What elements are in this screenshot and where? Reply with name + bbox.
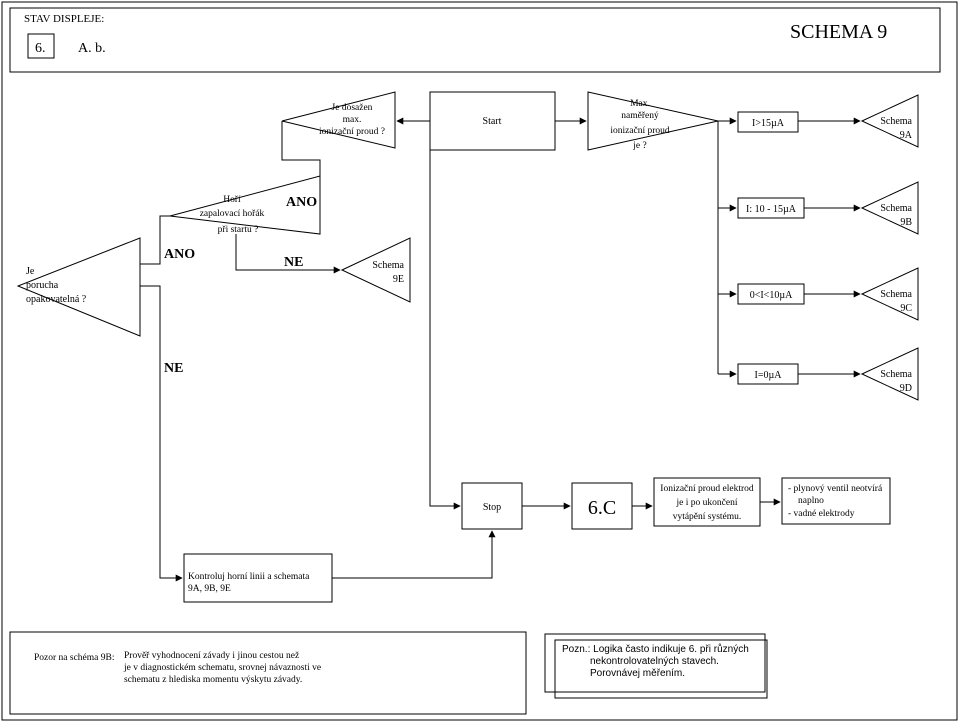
header-frame [9, 7, 941, 73]
burner-line-2: zapalovací hořák [200, 209, 265, 219]
fault-triangle [16, 237, 141, 337]
causes-line-2: naplno [798, 496, 824, 506]
status-code: 6. [35, 41, 46, 56]
link-burner-to-fault [140, 215, 170, 265]
status-sub: A. b. [78, 41, 106, 56]
schema-9e-line-1: Schema [372, 260, 404, 271]
max-measured-line-2: naměřený [621, 111, 659, 121]
schema-9d-line-2: 9D [900, 383, 912, 394]
warning-line-3: schematu z hlediska momentu výskytu záva… [124, 675, 302, 685]
schema-9d-triangle [860, 347, 919, 401]
arrow-to-stop [429, 121, 461, 510]
schema-title: SCHEMA 9 [790, 21, 887, 43]
start-label: Start [483, 116, 502, 127]
schema-9c-triangle [860, 267, 919, 321]
fault-line-2: porucha [26, 280, 59, 291]
warning-label: Pozor na schéma 9B: [34, 653, 114, 663]
warning-line-2: je v diagnostickém schematu, srovnej náv… [123, 663, 321, 673]
remark-line-3: Porovnávej měřením. [590, 668, 685, 679]
schema-9a-line-2: 9A [900, 130, 913, 141]
warning-line-1: Prověř vyhodnocení závady i jinou cestou… [124, 651, 299, 661]
check-line-1: Kontroluj horní linii a schemata [188, 572, 310, 582]
fault-line-1: Je [26, 266, 35, 277]
burner-triangle [169, 175, 321, 235]
arrow-burner-to-schema-9e [235, 234, 341, 274]
schema-9b-triangle [860, 181, 919, 235]
ano-label-1: ANO [286, 195, 317, 210]
max-measured-line-4: je ? [632, 141, 646, 151]
range-a-label: I>15µA [752, 118, 785, 129]
schema-9b-line-2: 9B [900, 217, 912, 228]
range-d-label: I=0µA [755, 370, 783, 381]
ion-current-line-3: vytápění systému. [673, 512, 742, 522]
schema-9b-line-1: Schema [880, 203, 912, 214]
fault-line-3: opakovatelná ? [26, 294, 87, 305]
arrow-check-to-stop [332, 530, 496, 579]
causes-line-3: - vadné elektrody [788, 509, 855, 519]
warning-note-box [9, 631, 527, 715]
causes-box [781, 477, 891, 525]
ion-current-line-1: Ionizační proud elektrod [660, 484, 754, 494]
schema-9a-line-1: Schema [880, 116, 912, 127]
ne-label-1: NE [284, 255, 303, 270]
schema-9a-triangle [860, 94, 919, 148]
max-reached-line-2: max. [343, 115, 362, 125]
max-measured-line-1: Max. [630, 99, 650, 109]
ion-current-line-2: je i po ukončení [676, 498, 738, 508]
remark-note-shadow [554, 639, 768, 699]
status-code-box [27, 33, 55, 59]
schema-9e-triangle [340, 237, 411, 303]
burner-line-3: při startu ? [218, 225, 259, 235]
schema-9c-line-1: Schema [880, 289, 912, 300]
display-6c-label: 6.C [588, 497, 616, 519]
causes-line-1: - plynový ventil neotvírá [788, 484, 883, 494]
status-label: STAV DISPLEJE: [24, 13, 104, 25]
range-c-label: 0<I<10µA [750, 290, 793, 301]
ano-label-2: ANO [164, 247, 195, 262]
check-line-2: 9A, 9B, 9E [188, 584, 231, 594]
schema-9c-line-2: 9C [900, 303, 912, 314]
max-reached-line-3: ionizační proud ? [319, 127, 385, 137]
schema-9d-line-1: Schema [880, 369, 912, 380]
ne-label-2: NE [164, 361, 183, 376]
remark-line-2: nekontrolovatelných stavech. [590, 656, 719, 667]
stop-label: Stop [483, 502, 501, 513]
remark-note-box [544, 633, 766, 693]
max-measured-line-3: ionizační proud [610, 126, 670, 136]
burner-line-1: Hoří [223, 195, 241, 205]
range-a-box [737, 111, 799, 133]
max-reached-triangle [281, 91, 396, 149]
remark-line-1: Pozn.: Logika často indikuje 6. při různ… [562, 643, 749, 655]
link-max-reached-burner [281, 121, 321, 205]
arrow-fault-to-check [140, 285, 183, 582]
max-measured-triangle [587, 91, 719, 151]
schema-9e-line-2: 9E [393, 274, 404, 285]
range-b-label: I: 10 - 15µA [746, 204, 797, 215]
max-reached-line-1: Je dosažen [332, 103, 373, 113]
